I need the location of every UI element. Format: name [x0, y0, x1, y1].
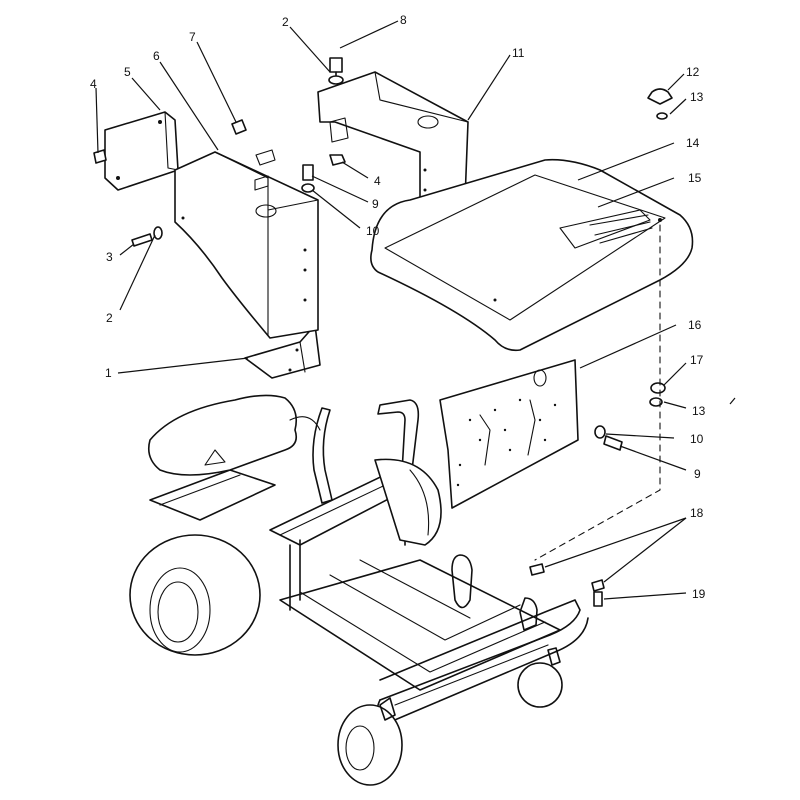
- callout-19: 19: [692, 587, 706, 601]
- callout-15: 15: [688, 171, 702, 185]
- part-6-side-panel: [174, 149, 319, 339]
- part-5-bracket: [104, 111, 179, 191]
- part-14-seat: [370, 158, 694, 352]
- part-16-seat-plate: [439, 359, 579, 509]
- rear-wheel-left: [129, 534, 261, 656]
- callout-4b: 4: [374, 174, 381, 188]
- callout-4a: 4: [90, 77, 97, 91]
- callout-10a: 10: [366, 224, 380, 238]
- callout-13b: 13: [692, 404, 706, 418]
- callout-2a: 2: [282, 15, 289, 29]
- callout-7: 7: [189, 30, 196, 44]
- hardware: [93, 57, 673, 607]
- callout-6: 6: [153, 49, 160, 63]
- caster-wheel-left: [337, 697, 403, 786]
- engine-cover: [147, 394, 321, 476]
- callout-17: 17: [690, 353, 704, 367]
- part-1-bracket: [244, 324, 321, 379]
- callout-18: 18: [690, 506, 704, 520]
- caster-wheel-right: [517, 647, 563, 708]
- callout-13a: 13: [690, 90, 704, 104]
- callout-14: 14: [686, 136, 700, 150]
- callout-1: 1: [105, 366, 112, 380]
- leader-lines: [95, 20, 736, 600]
- rear-wheel-right: [374, 458, 442, 546]
- callout-8: 8: [400, 13, 407, 27]
- callout-9a: 9: [372, 197, 379, 211]
- callout-12: 12: [686, 65, 700, 79]
- callout-11: 11: [512, 46, 525, 60]
- callout-10b: 10: [690, 432, 704, 446]
- callout-labels: 1 2 2 3 4 4 5 6 7 8 9 9 10 10 11 12 13 1…: [90, 13, 706, 601]
- callout-2b: 2: [106, 311, 113, 325]
- callout-3: 3: [106, 250, 113, 264]
- callout-16: 16: [688, 318, 702, 332]
- callout-9b: 9: [694, 467, 701, 481]
- callout-5: 5: [124, 65, 131, 79]
